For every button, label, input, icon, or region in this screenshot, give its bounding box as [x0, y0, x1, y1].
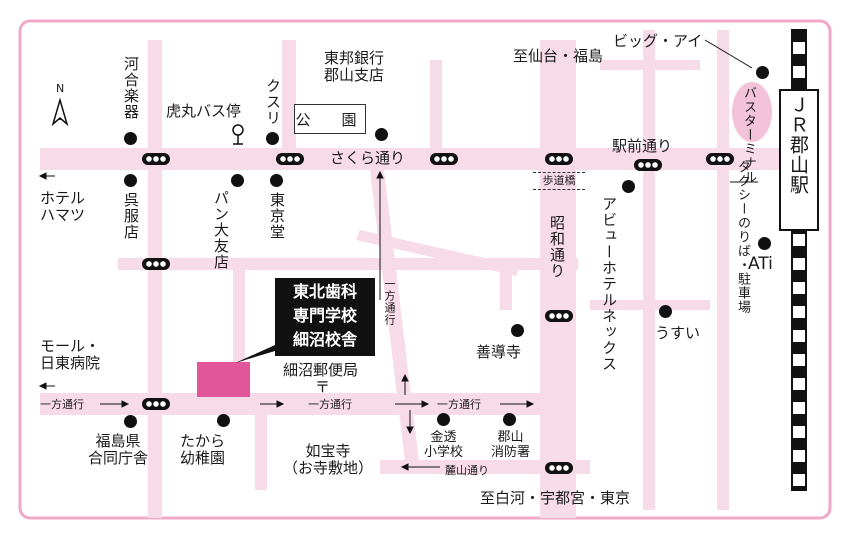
landmark-dot-zendoji [511, 324, 524, 337]
traffic-signal [142, 258, 170, 270]
ekimae-street-label: 駅前通り [612, 137, 673, 155]
landmark-dot-big-i [756, 66, 769, 79]
landmark-dot-fire-station [503, 413, 516, 426]
east-street-2 [717, 30, 729, 510]
to-mall-label: モール・ 日東病院 [40, 337, 101, 372]
zendoji-label: 善導寺 [476, 343, 522, 361]
to-sendai-label: 至仙台・福島 [513, 47, 604, 65]
school-campus-marker [197, 362, 250, 397]
fumoto-street-label: 麓山通り [445, 464, 489, 477]
traffic-signal [142, 153, 170, 165]
school-name-line3: 細沼校舎 [292, 330, 357, 349]
diagonal-link [356, 230, 520, 276]
bus-terminal-label: バスターミナル [741, 86, 756, 184]
toramaru-label: 虎丸バス停 [166, 102, 242, 120]
school-label: 東北歯科 専門学校 細沼校舎 [275, 278, 375, 356]
south-one-way-street [40, 393, 570, 415]
traffic-signal [142, 398, 170, 410]
bus-stop-sign [232, 124, 244, 145]
landmark-dot-usui [659, 305, 672, 318]
fukushima-office-label: 福島県 合同庁舎 [88, 432, 149, 467]
traffic-signal [276, 153, 304, 165]
showa-street-label: 昭和通り [548, 215, 566, 279]
showa-street [540, 40, 576, 518]
landmark-dot-fukushima-office [124, 415, 137, 428]
landmark-dot-ati [758, 237, 771, 250]
kusuri-street [282, 40, 296, 160]
bus-terminal-area [732, 82, 772, 142]
one-way-label-west: 一方通行 [40, 398, 84, 411]
kusuri-label: クスリ [264, 78, 282, 126]
one-way-label-center: 一方通行 [308, 398, 352, 411]
to-shirakawa-label: 至白河・宇都宮・東京 [480, 489, 631, 507]
landmark-dot-toho-bank [375, 128, 388, 141]
nyohoji-label: 如宝寺 （お寺敷地） [283, 442, 374, 477]
landmark-dot-kusuri [266, 132, 279, 145]
sakura-street-label: さくら通り [330, 149, 406, 167]
school-name-line2: 専門学校 [292, 306, 357, 325]
landmark-dot-kanesuki [437, 413, 450, 426]
traffic-signal [430, 153, 458, 165]
fumoto-street [380, 460, 590, 474]
east-street-1 [643, 30, 655, 510]
footbridge-label: 歩道橋 [533, 172, 585, 190]
school-pointer [235, 345, 275, 363]
landmark-dot-view-hotel [622, 180, 635, 193]
landmark-dot-tokyodo [270, 174, 283, 187]
north-street [430, 60, 442, 150]
sakura-street [40, 148, 780, 170]
fire-station-label: 郡山 消防署 [491, 430, 531, 460]
one-way-label-diagonal: 一方通行 [383, 278, 396, 326]
kanesuki-label: 金透 小学校 [424, 430, 464, 460]
north-arrow [51, 97, 69, 127]
one-way-label-east: 一方通行 [437, 398, 481, 411]
gofukuten-label: 呉服店 [122, 192, 140, 240]
landmark-dot-gofukuten [124, 174, 137, 187]
landmark-dot-kawai [124, 132, 137, 145]
landmark-dot-takara [217, 414, 230, 427]
taxi-label: タクシーのりば・駐車場 [735, 160, 750, 314]
south-street [255, 410, 267, 490]
traffic-signal [545, 153, 573, 165]
traffic-signal [545, 310, 573, 322]
arrows [38, 39, 758, 471]
north-label: N [56, 82, 65, 95]
traffic-signal [706, 153, 734, 165]
landmark-dot-daiyu [231, 174, 244, 187]
ati-label: ATi [748, 254, 773, 274]
diagonal-link-2 [500, 270, 512, 310]
school-name-line1: 東北歯科 [292, 282, 357, 301]
traffic-signal [634, 159, 662, 171]
big-i-label: ビッグ・アイ [613, 32, 703, 50]
kawai-label: 河合楽器 [122, 56, 140, 120]
toho-bank-label: 東邦銀行 郡山支店 [324, 49, 385, 84]
kawai-street [148, 40, 162, 518]
usui-label: うすい [655, 324, 701, 342]
view-hotel-label: アビューホテルネックス [600, 196, 618, 372]
jr-station-label: ＪＲ郡山駅 [787, 95, 809, 195]
tokyodo-label: 東京堂 [268, 192, 286, 240]
traffic-signal [545, 462, 573, 474]
post-office-mark: 〒 [315, 378, 331, 396]
to-hotel-label: ホテル ハマツ [40, 189, 86, 224]
takara-label: たから 幼稚園 [180, 432, 226, 467]
park-label: 公 園 [294, 104, 366, 134]
daiyu-pan-label: パン大友店 [212, 190, 230, 270]
post-office-label: 細沼郵便局 [283, 361, 359, 379]
